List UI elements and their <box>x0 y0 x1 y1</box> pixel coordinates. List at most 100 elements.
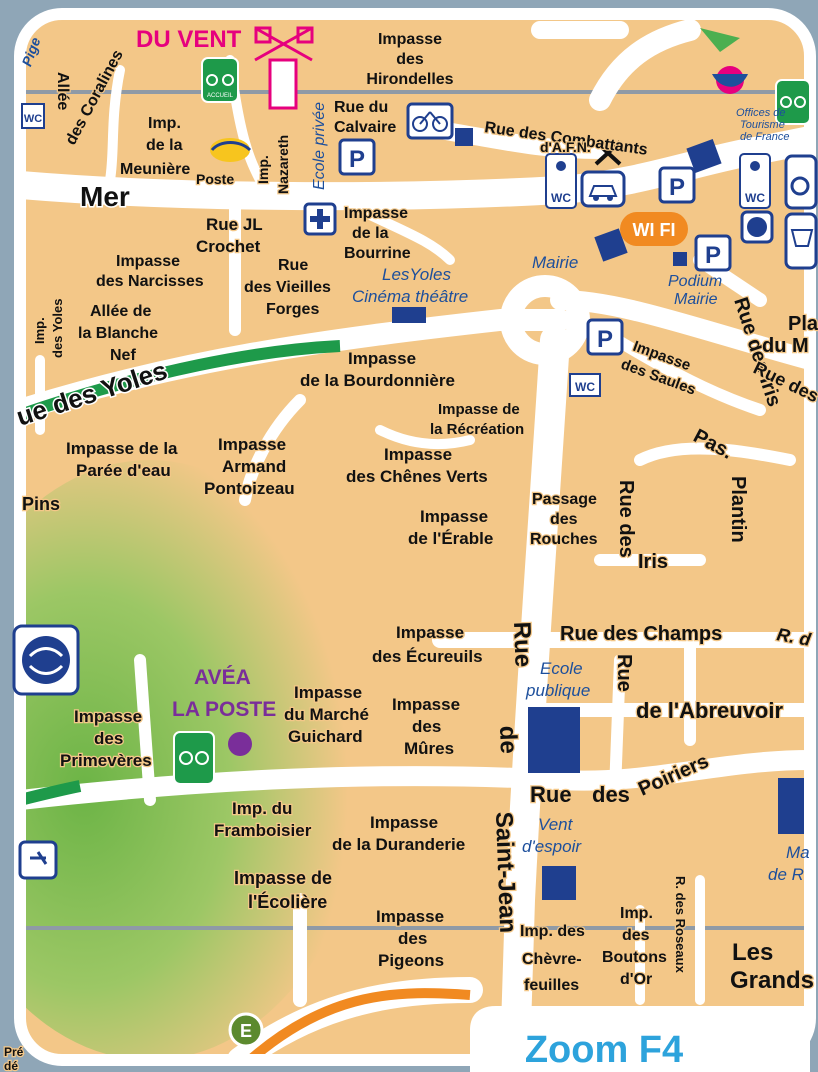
label-offices-1: Offices de <box>736 107 786 119</box>
label-recreation-1: Impasse de <box>438 401 520 418</box>
svg-text:P: P <box>705 242 721 269</box>
svg-text:WI FI: WI FI <box>633 220 676 240</box>
svg-text:WC: WC <box>575 380 595 394</box>
label-pre-2: dé <box>4 1059 18 1072</box>
label-saint-jean-2: de <box>494 725 522 754</box>
post-horn-icon <box>210 138 252 162</box>
svg-text:ACCUEIL: ACCUEIL <box>207 93 234 99</box>
label-duranderie-1: Impasse <box>370 813 438 832</box>
label-pigeons-2: des <box>398 929 427 948</box>
label-poiriers-1: Rue <box>530 782 572 807</box>
label-offices-3: de France <box>740 131 790 143</box>
label-rue-des: Rue des <box>615 480 637 558</box>
label-podium-2: Mairie <box>674 291 718 308</box>
memorial-cross-icon <box>594 140 622 166</box>
label-boutons-1: Imp. <box>620 905 653 922</box>
label-hirondelles-2: des <box>396 51 424 68</box>
label-blanche-1: Allée de <box>90 303 151 320</box>
label-allee: Allée <box>54 72 71 110</box>
label-duranderie-2: de la Duranderie <box>332 835 465 854</box>
svg-text:P: P <box>349 146 365 173</box>
tennis-icon <box>740 210 774 244</box>
label-ecole-publique-2: publique <box>525 681 590 700</box>
shopping-cart-icon <box>784 212 818 270</box>
label-imp-nazareth-2: Nazareth <box>275 135 291 194</box>
buildings <box>392 128 810 900</box>
label-calvaire-1: Rue du <box>334 99 388 116</box>
parking-icon: P <box>338 138 376 176</box>
label-boutons-4: d'Or <box>620 971 652 988</box>
label-bourrine-2: de la <box>352 225 389 242</box>
label-pigeons-3: Pigeons <box>378 951 444 970</box>
label-poste: Poste <box>196 171 234 187</box>
windmill-icon <box>254 26 314 110</box>
label-chevrefeuilles-1: Imp. des <box>520 923 585 940</box>
label-ecureuils-2: des Écureuils <box>372 647 483 666</box>
label-primeveres-2: des <box>94 729 123 748</box>
label-armand-1: Impasse <box>218 435 286 454</box>
pharmacy-icon <box>303 202 337 236</box>
grid-lines <box>20 90 810 930</box>
label-imp-meuniere-1: Imp. <box>148 115 181 132</box>
label-paree-2: Parée d'eau <box>76 461 171 480</box>
label-mures-2: des <box>412 717 441 736</box>
label-bourdonniere-1: Impasse <box>348 349 416 368</box>
parking-icon: P <box>586 318 624 356</box>
bike-accueil-icon <box>173 731 215 785</box>
label-imp-meuniere-3: Meunière <box>120 161 190 178</box>
label-afn: d'A.F.N. <box>540 139 591 155</box>
label-imp-yoles-2: des Yoles <box>50 299 65 359</box>
bicycle-icon <box>406 102 454 140</box>
svg-text:P: P <box>597 326 613 353</box>
zoom-tab: Zoom F4 <box>470 1006 810 1072</box>
svg-text:WC: WC <box>551 191 571 205</box>
label-pins: Pins <box>22 494 60 514</box>
label-armand-2: Armand <box>222 457 286 476</box>
green-route <box>20 340 341 421</box>
label-erable-1: Impasse <box>420 507 488 526</box>
label-rue-jl-2: Crochet <box>196 237 261 256</box>
label-primeveres-3: Primevères <box>60 751 152 770</box>
label-abreuvoir-2: de l'Abreuvoir <box>636 698 783 723</box>
bike-accueil-icon <box>775 79 811 125</box>
wc-icon: WC <box>739 153 771 209</box>
label-chenes-2: des Chênes Verts <box>346 467 488 486</box>
label-mures-3: Mûres <box>404 739 454 758</box>
svg-text:P: P <box>669 174 685 201</box>
label-imp-meuniere-2: de la <box>146 137 183 154</box>
bike-accueil-icon: ACCUEIL <box>201 57 239 103</box>
label-recreation-2: la Récréation <box>430 421 524 438</box>
label-chevrefeuilles-3: feuilles <box>524 977 579 994</box>
zoom-label: Zoom F4 <box>525 1029 683 1071</box>
label-primeveres-1: Impasse <box>74 707 142 726</box>
label-ma-1: Ma <box>786 843 810 862</box>
label-ecoliere-1: Impasse de <box>234 868 332 888</box>
label-cinema-2: Cinéma théâtre <box>352 287 468 306</box>
wifi-badge: WI FI <box>620 212 688 246</box>
label-forges-3: Forges <box>266 301 319 318</box>
orange-route <box>246 988 471 1060</box>
label-paree-1: Impasse de la <box>66 439 178 458</box>
label-bourdonniere-2: de la Bourdonnière <box>300 371 455 390</box>
label-framboisier-1: Imp. du <box>232 799 292 818</box>
label-chevrefeuilles-2: Chèvre- <box>522 951 582 968</box>
label-guichard-2: du Marché <box>284 705 369 724</box>
label-erable-2: de l'Érable <box>408 529 493 548</box>
svg-text:E: E <box>240 1021 252 1041</box>
label-les-grands-2: Grands <box>730 967 814 994</box>
label-vent-espoir-2: d'espoir <box>522 837 582 856</box>
label-chenes-1: Impasse <box>384 445 452 464</box>
label-r-roseaux: R. des Roseaux <box>673 876 688 974</box>
label-du-vent: DU VENT <box>136 26 242 53</box>
label-mer: Mer <box>80 181 130 212</box>
label-boutons-3: Boutons <box>602 949 667 966</box>
label-rouches-3: Rouches <box>530 531 598 548</box>
label-guichard-3: Guichard <box>288 727 363 746</box>
avea-poste-dot <box>228 732 252 756</box>
svg-text:WC: WC <box>745 191 765 205</box>
label-offices-2: Tourisme <box>740 119 785 131</box>
label-rue-champs: Rue des Champs <box>560 623 722 645</box>
parking-icon: P <box>694 234 732 272</box>
